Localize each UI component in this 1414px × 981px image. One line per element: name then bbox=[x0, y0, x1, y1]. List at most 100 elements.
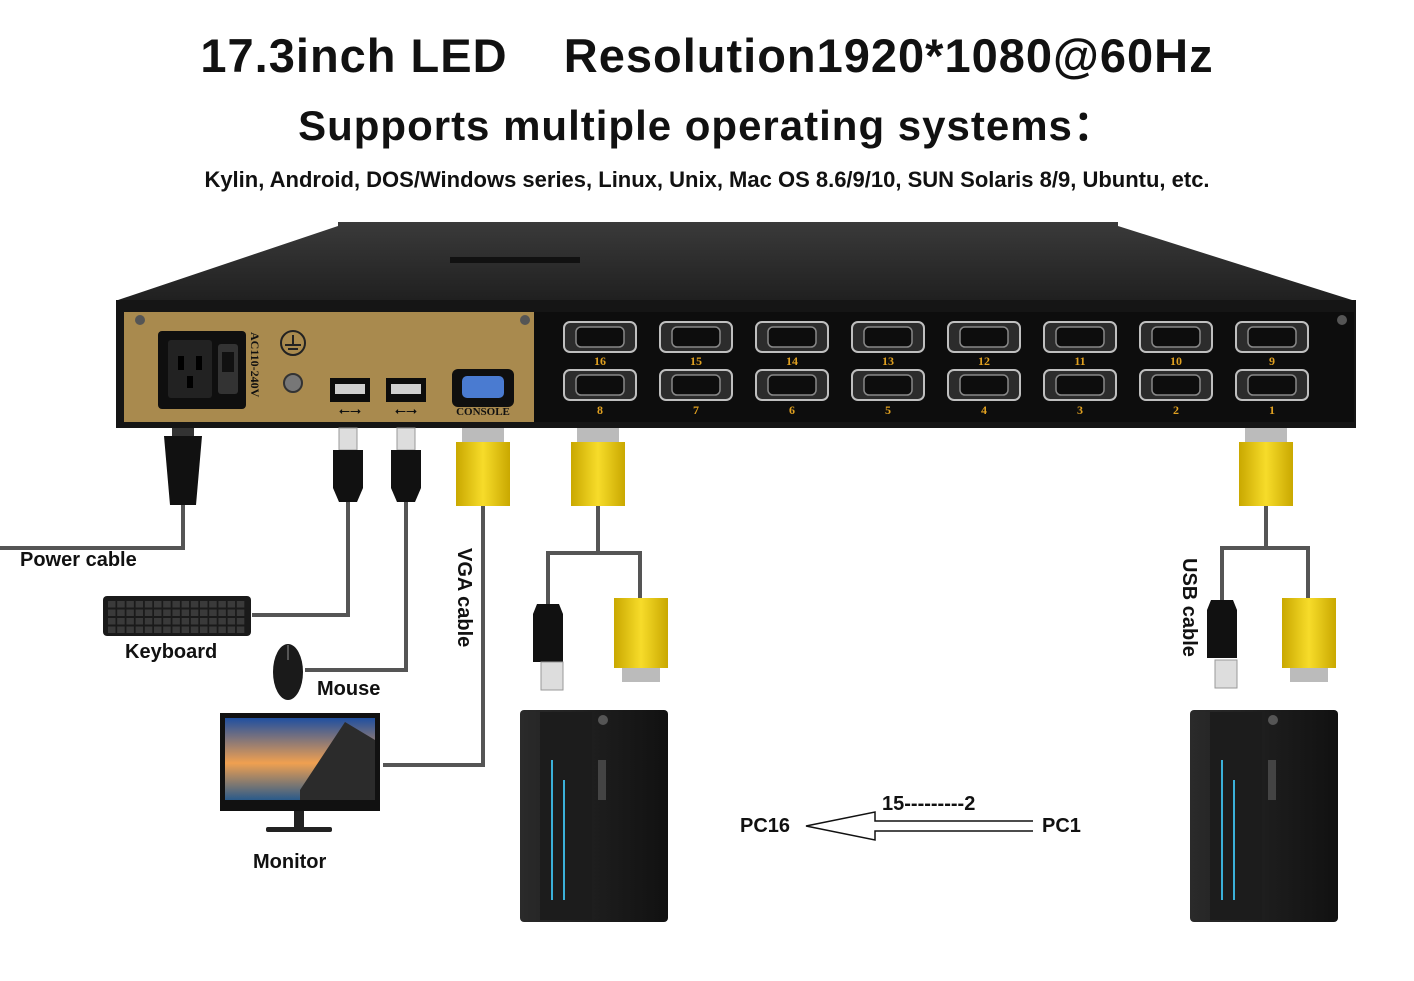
keyboard-key bbox=[218, 601, 226, 608]
keyboard-key bbox=[209, 609, 217, 616]
port-number: 8 bbox=[597, 403, 603, 417]
console-vga-port bbox=[452, 369, 514, 407]
usb-port-keyboard bbox=[330, 378, 370, 402]
label-vga-cable: VGA cable bbox=[453, 548, 475, 647]
keyboard-key bbox=[135, 626, 144, 633]
label-mouse: Mouse bbox=[317, 678, 380, 700]
port-number: 6 bbox=[789, 403, 795, 417]
keyboard-key bbox=[126, 601, 134, 608]
usb-plug-pc1 bbox=[1207, 600, 1238, 689]
usb-icon: ⭠⭢ bbox=[395, 402, 417, 418]
vga-plug-port8 bbox=[571, 428, 625, 506]
vga-port-9: 9 bbox=[1235, 321, 1309, 368]
vga-plug-pc1 bbox=[1282, 598, 1336, 682]
keyboard-key bbox=[227, 601, 236, 608]
vga-port-15: 15 bbox=[659, 321, 733, 368]
keyboard-key bbox=[108, 618, 116, 625]
keyboard-key bbox=[108, 601, 116, 608]
keyboard-key bbox=[108, 626, 116, 633]
rear-panel bbox=[116, 300, 1356, 428]
label-pc16: PC16 bbox=[740, 815, 790, 837]
keyboard-key bbox=[181, 609, 190, 616]
keyboard-key bbox=[144, 601, 153, 608]
keyboard-key bbox=[126, 609, 134, 616]
port-number: 13 bbox=[882, 354, 894, 368]
keyboard-key bbox=[144, 618, 153, 625]
keyboard-key bbox=[144, 626, 153, 633]
keyboard-key bbox=[209, 618, 217, 625]
keyboard-key bbox=[126, 618, 134, 625]
ground-icon bbox=[280, 330, 306, 393]
chassis-top bbox=[118, 222, 1352, 300]
port-number: 7 bbox=[693, 403, 699, 417]
keyboard-key bbox=[154, 626, 162, 633]
pc-tower-pc16 bbox=[520, 710, 668, 922]
vga-plug-pc16 bbox=[614, 598, 668, 682]
vga-port-1: 1 bbox=[1235, 369, 1309, 417]
keyboard-key bbox=[200, 618, 208, 625]
keyboard-key bbox=[200, 601, 208, 608]
vga-port-10: 10 bbox=[1139, 321, 1213, 368]
port-number: 10 bbox=[1170, 354, 1182, 368]
power-inlet bbox=[158, 331, 246, 409]
keyboard-key bbox=[200, 626, 208, 633]
title-os-support: Supports multiple operating systems： bbox=[298, 102, 1116, 149]
port-number: 4 bbox=[981, 403, 987, 417]
keyboard-key bbox=[135, 618, 144, 625]
title-resolution: 17.3inch LED Resolution1920*1080@60Hz bbox=[200, 29, 1214, 82]
vga-port-8: 8 bbox=[563, 369, 637, 417]
keyboard-key bbox=[117, 626, 125, 633]
keyboard-key bbox=[126, 626, 134, 633]
keyboard-key bbox=[236, 609, 245, 616]
label-port-range: 15---------2 bbox=[882, 793, 975, 815]
port-number: 9 bbox=[1269, 354, 1275, 368]
label-usb-cable: USB cable bbox=[1178, 558, 1200, 657]
keyboard-key bbox=[172, 626, 180, 633]
keyboard-key bbox=[172, 618, 180, 625]
keyboard-key bbox=[218, 626, 226, 633]
power-plug bbox=[164, 428, 202, 505]
keyboard-key bbox=[181, 626, 190, 633]
usb-plug-pc16 bbox=[533, 604, 564, 691]
label-pc1: PC1 bbox=[1042, 815, 1081, 837]
keyboard-key bbox=[163, 618, 171, 625]
port-number: 11 bbox=[1074, 354, 1085, 368]
keyboard-key bbox=[190, 618, 199, 625]
usb-plug-keyboard bbox=[333, 427, 363, 502]
cables bbox=[0, 500, 1310, 767]
port-number: 16 bbox=[594, 354, 606, 368]
keyboard-key bbox=[163, 609, 171, 616]
keyboard-key bbox=[209, 601, 217, 608]
keyboard-key bbox=[209, 626, 217, 633]
keyboard-key bbox=[190, 601, 199, 608]
os-list: Kylin, Android, DOS/Windows series, Linu… bbox=[204, 167, 1210, 192]
port-number: 12 bbox=[978, 354, 990, 368]
keyboard-key bbox=[144, 609, 153, 616]
keyboard-key bbox=[227, 626, 236, 633]
label-power-cable: Power cable bbox=[20, 549, 137, 571]
keyboard-key bbox=[218, 618, 226, 625]
keyboard-key bbox=[218, 609, 226, 616]
keyboard-key bbox=[135, 609, 144, 616]
port-number: 3 bbox=[1077, 403, 1083, 417]
vga-port-13: 13 bbox=[851, 321, 925, 368]
keyboard-key bbox=[190, 626, 199, 633]
port-number: 1 bbox=[1269, 403, 1275, 417]
usb-port-mouse bbox=[386, 378, 426, 402]
keyboard-key bbox=[190, 609, 199, 616]
keyboard-key bbox=[172, 601, 180, 608]
port-number: 5 bbox=[885, 403, 891, 417]
keyboard-key bbox=[154, 609, 162, 616]
keyboard-key bbox=[236, 618, 245, 625]
console-label: CONSOLE bbox=[456, 406, 510, 418]
keyboard-key bbox=[227, 618, 236, 625]
power-spec-label: AC110-240V bbox=[248, 332, 262, 398]
keyboard-key bbox=[154, 601, 162, 608]
monitor-image bbox=[220, 713, 380, 832]
port-number: 15 bbox=[690, 354, 702, 368]
vga-plug-console bbox=[456, 428, 510, 506]
direction-arrow bbox=[805, 811, 1033, 841]
keyboard-key bbox=[181, 618, 190, 625]
